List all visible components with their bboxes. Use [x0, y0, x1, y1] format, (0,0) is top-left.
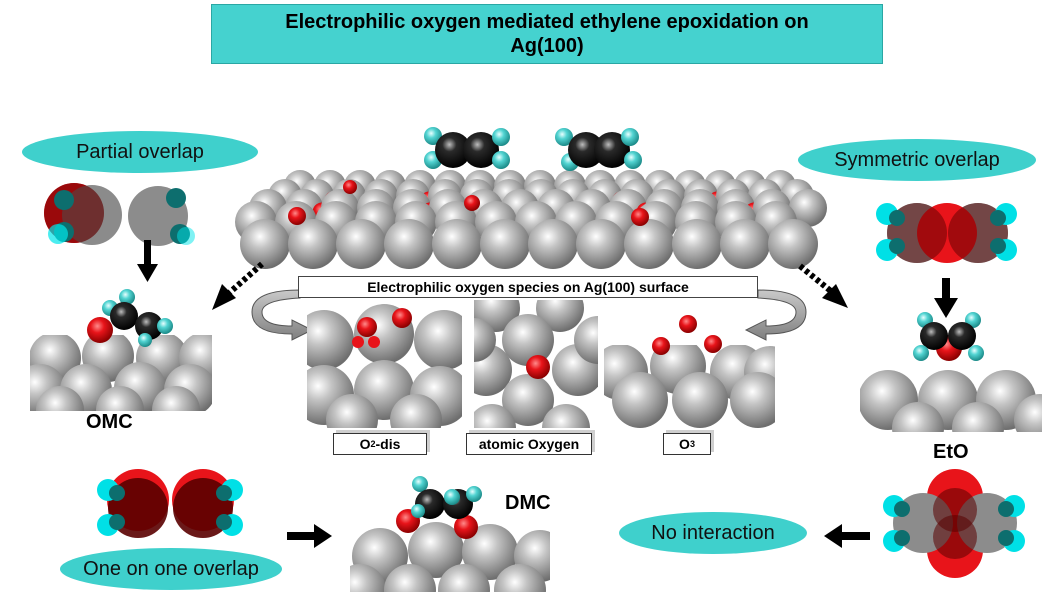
orbital-no-interaction: [883, 469, 1025, 578]
arrow-down-left: [137, 240, 158, 282]
silver-atom: [574, 316, 598, 364]
silver-atom: [789, 189, 827, 227]
curved-arrow-right: [744, 289, 807, 341]
arrow-down-right: [934, 278, 958, 318]
silver-atom: [326, 394, 378, 428]
silver-atom: [480, 219, 530, 269]
silver-atom: [432, 219, 482, 269]
silver-atom: [528, 219, 578, 269]
silver-atom: [384, 219, 434, 269]
orbital-one-on-one-overlap: [97, 469, 243, 538]
silver-atom: [892, 402, 944, 432]
oxygen-atom: [652, 337, 670, 355]
symmetric-overlap-label: Symmetric overlap: [834, 148, 1000, 171]
oxygen-atom: [288, 207, 306, 225]
silver-atom: [96, 386, 144, 411]
orbital-partial-overlap: [44, 183, 195, 246]
o2-dis-prefix: O: [359, 436, 371, 452]
silver-atom: [152, 386, 200, 411]
silver-atom: [474, 318, 496, 362]
ethylene-molecule-right: [555, 128, 642, 171]
silver-atom: [494, 564, 546, 592]
o3-subscript: 3: [689, 439, 695, 449]
partial-overlap-label: Partial overlap: [76, 140, 204, 163]
symmetric-overlap-pill: Symmetric overlap: [798, 139, 1036, 181]
o2-dis-subscript: 2: [370, 439, 376, 449]
oxygen-atom: [357, 317, 377, 337]
curved-arrow-left: [251, 289, 314, 341]
oxygen-atom: [464, 195, 480, 211]
silver-atom: [240, 219, 290, 269]
silver-atom: [408, 522, 464, 578]
panel-o3: [604, 345, 775, 428]
oxygen-atom: [526, 355, 550, 379]
atomic-oxygen-label: atomic Oxygen: [478, 436, 580, 452]
panel-atomic-oxygen: [474, 300, 598, 428]
arrow-to-omc: [212, 261, 264, 310]
silver-atom: [502, 374, 554, 426]
dmc-adsorbate: [396, 476, 482, 539]
eto-label: EtO: [933, 441, 969, 463]
eto-adsorbate: [913, 312, 984, 361]
no-interaction-pill: No interaction: [619, 512, 807, 554]
dmc-slab: [350, 522, 550, 592]
oxygen-atom: [704, 335, 722, 353]
o3-prefix: O: [679, 436, 690, 452]
one-on-one-overlap-pill: One on one overlap: [60, 548, 282, 590]
silver-atom: [542, 404, 590, 428]
omc-adsorbate: [87, 289, 173, 347]
diagram-title: Electrophilic oxygen mediated ethylene e…: [211, 4, 883, 64]
o2-dis-suffix: -dis: [375, 436, 401, 452]
arrow-left-bottom: [824, 524, 870, 548]
silver-atom: [390, 394, 442, 428]
omc-label: OMC: [86, 411, 133, 433]
arrow-right-bottom: [287, 524, 332, 548]
eto-slab: [860, 370, 1042, 432]
arrow-to-eto: [798, 263, 848, 308]
omc-slab: [30, 335, 212, 411]
silver-atom: [720, 219, 770, 269]
silver-atom: [350, 564, 386, 592]
silver-atom: [1014, 394, 1042, 432]
oxygen-atom: [368, 336, 380, 348]
oxygen-atom: [352, 336, 364, 348]
dmc-label: DMC: [505, 492, 551, 514]
silver-atom: [730, 372, 775, 428]
silver-atom: [384, 564, 436, 592]
silver-atom: [438, 564, 490, 592]
one-on-one-overlap-label: One on one overlap: [83, 557, 259, 580]
oxygen-atom: [392, 308, 412, 328]
silver-atom: [952, 402, 1004, 432]
central-slab: [235, 170, 827, 269]
o3-molecule: [652, 315, 722, 355]
silver-atom: [672, 219, 722, 269]
silver-atom: [414, 310, 462, 370]
tag-atomic-oxygen: atomic Oxygen: [466, 433, 592, 455]
silver-atom: [462, 524, 518, 580]
silver-atom: [576, 219, 626, 269]
oxygen-atom: [679, 315, 697, 333]
diagram-title-text: Electrophilic oxygen mediated ethylene e…: [285, 11, 809, 57]
partial-overlap-pill: Partial overlap: [22, 131, 258, 173]
silver-atom: [768, 219, 818, 269]
species-header: Electrophilic oxygen species on Ag(100) …: [298, 276, 758, 298]
oxygen-atom: [631, 208, 649, 226]
no-interaction-label: No interaction: [651, 521, 775, 544]
oxygen-atom: [343, 180, 357, 194]
silver-atom: [474, 404, 516, 428]
silver-atom: [288, 219, 338, 269]
orbital-symmetric-overlap: [876, 203, 1017, 263]
silver-atom: [624, 219, 674, 269]
silver-atom: [307, 310, 354, 370]
silver-atom: [336, 219, 386, 269]
silver-atom: [502, 314, 554, 366]
panel-o2-dis: [307, 304, 462, 428]
silver-atom: [672, 372, 728, 428]
silver-atom: [36, 386, 84, 411]
ethylene-molecule-left: [424, 127, 510, 169]
silver-atom: [612, 372, 668, 428]
